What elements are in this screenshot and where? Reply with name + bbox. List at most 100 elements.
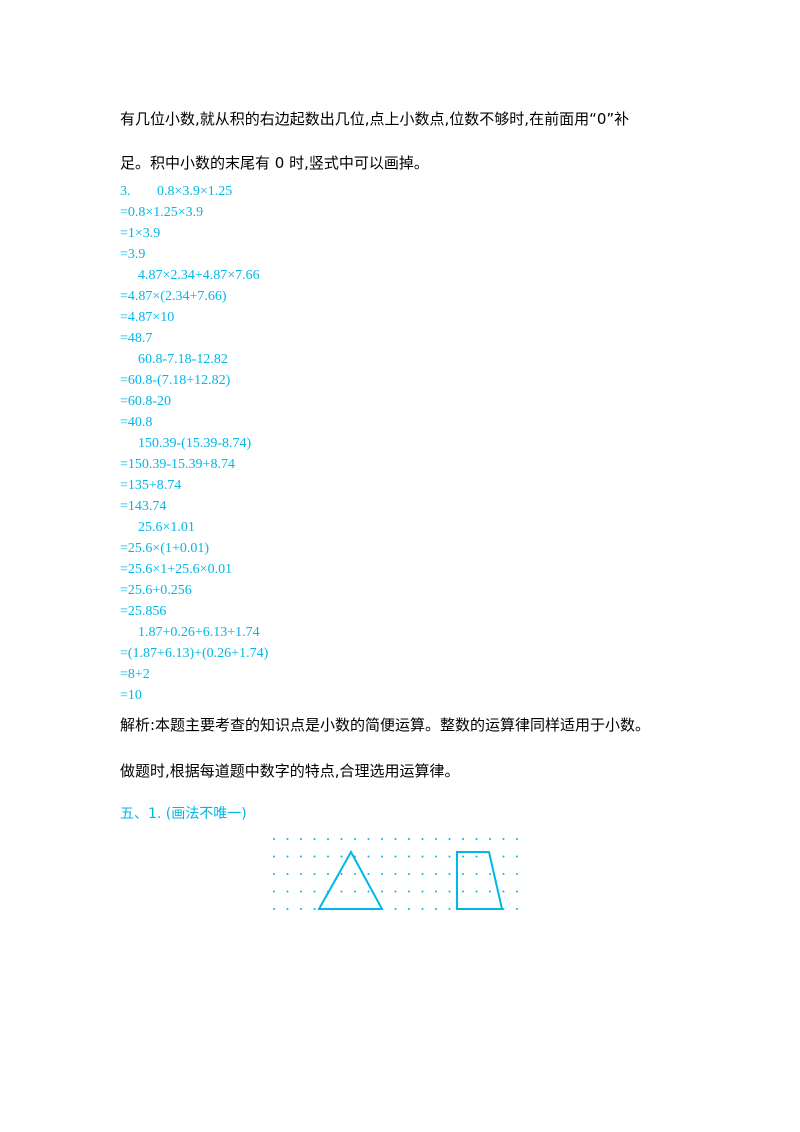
grid-dot	[394, 890, 397, 893]
grid-dot	[354, 873, 356, 875]
grid-dot	[475, 890, 478, 893]
expression-line: 150.39-(15.39-8.74)	[138, 436, 252, 451]
grid-dot	[489, 873, 491, 875]
equation-line: =25.856	[120, 604, 167, 619]
grid-dot	[273, 890, 275, 893]
grid-dot	[421, 873, 424, 875]
question-number-3: 3.	[120, 184, 131, 199]
grid-dot	[408, 890, 410, 893]
equation-line: =60.8-20	[120, 394, 172, 409]
equation-line: =1×3.9	[120, 226, 161, 241]
equation-line: =40.8	[120, 415, 153, 430]
equation-line: =150.39-15.39+8.74	[120, 457, 235, 472]
grid-dot	[448, 890, 451, 893]
grid-dot	[273, 838, 275, 840]
grid-dot	[273, 855, 275, 858]
expression-line: 0.8×3.9×1.25	[157, 184, 233, 199]
grid-dot	[435, 873, 437, 875]
equation-line: =4.87×(2.34+7.66)	[120, 289, 227, 304]
equation-line: =0.8×1.25×3.9	[120, 205, 204, 220]
grid-dot	[273, 873, 275, 875]
grid-dot	[394, 873, 397, 875]
grid-dot	[489, 838, 491, 840]
equation-line: =25.6×1+25.6×0.01	[120, 562, 233, 577]
grid-dot	[502, 890, 505, 893]
grid-dot	[502, 855, 505, 858]
grid-dot	[367, 838, 370, 840]
grid-dot	[300, 908, 302, 910]
grid-dot	[273, 908, 275, 910]
grid-dot	[286, 855, 289, 858]
grid-dot	[340, 890, 343, 893]
grid-dot	[448, 838, 451, 840]
grid-dot	[313, 890, 316, 893]
paragraph-line-1: 有几位小数,就从积的右边起数出几位,点上小数点,位数不够时,在前面用“0”补	[120, 110, 630, 128]
equation-line: =25.6×(1+0.01)	[120, 541, 210, 556]
grid-dot	[354, 838, 356, 840]
dot-grid-svg	[273, 838, 518, 910]
grid-dot	[394, 855, 397, 858]
grid-dot	[313, 908, 316, 910]
grid-dot	[408, 838, 410, 840]
grid-dot	[475, 838, 478, 840]
grid-dot	[502, 873, 505, 875]
grid-dot	[327, 855, 329, 858]
grid-dot	[394, 838, 397, 840]
grid-dot	[381, 890, 383, 893]
grid-dot	[421, 908, 424, 910]
grid-dot	[475, 855, 478, 858]
grid-dot	[448, 873, 451, 875]
paragraph-line-2: 足。积中小数的末尾有 0 时,竖式中可以画掉。	[120, 154, 429, 172]
grid-dot	[408, 855, 410, 858]
grid-dot	[502, 838, 505, 840]
grid-dot	[367, 873, 370, 875]
grid-dot	[462, 873, 464, 875]
grid-dot	[381, 838, 383, 840]
grid-dot	[286, 873, 289, 875]
equation-line: =3.9	[120, 247, 146, 262]
grid-dot	[408, 908, 410, 910]
grid-dot	[462, 838, 464, 840]
grid-dot	[435, 838, 437, 840]
grid-dot	[435, 890, 437, 893]
grid-dot	[394, 908, 397, 910]
grid-dot	[475, 873, 478, 875]
grid-dot	[300, 873, 302, 875]
trapezoid-shape	[456, 851, 504, 910]
grid-dot	[286, 838, 289, 840]
grid-dot	[313, 838, 316, 840]
grid-dot	[313, 855, 316, 858]
grid-dot	[327, 873, 329, 875]
grid-dot	[421, 838, 424, 840]
grid-dot	[327, 838, 329, 840]
triangle-shape	[317, 849, 384, 910]
dot-grid-figure	[268, 835, 528, 920]
grid-dot	[313, 873, 316, 875]
grid-dot	[300, 838, 302, 840]
grid-dot	[381, 873, 383, 875]
grid-dot	[340, 873, 343, 875]
grid-dot	[462, 890, 464, 893]
grid-dot	[516, 890, 518, 893]
expression-line: 60.8-7.18-12.82	[138, 352, 228, 367]
grid-dot	[448, 855, 451, 858]
grid-dot	[489, 890, 491, 893]
grid-dot	[421, 855, 424, 858]
analysis-line-2: 做题时,根据每道题中数字的特点,合理选用运算律。	[120, 762, 460, 780]
grid-dot	[340, 855, 343, 858]
expression-line: 1.87+0.26+6.13+1.74	[138, 625, 260, 640]
grid-dot	[435, 908, 437, 910]
grid-dot	[408, 873, 410, 875]
expression-line: 25.6×1.01	[138, 520, 195, 535]
grid-dot	[367, 890, 370, 893]
grid-dot	[516, 908, 518, 910]
grid-dot	[286, 908, 289, 910]
equation-line: =60.8-(7.18+12.82)	[120, 373, 231, 388]
equation-line: =8+2	[120, 667, 150, 682]
grid-dot	[516, 855, 518, 858]
section-5-label: 五、1. (画法不唯一)	[120, 806, 247, 822]
grid-dot	[462, 855, 464, 858]
grid-dot	[300, 855, 302, 858]
grid-dot	[516, 838, 518, 840]
